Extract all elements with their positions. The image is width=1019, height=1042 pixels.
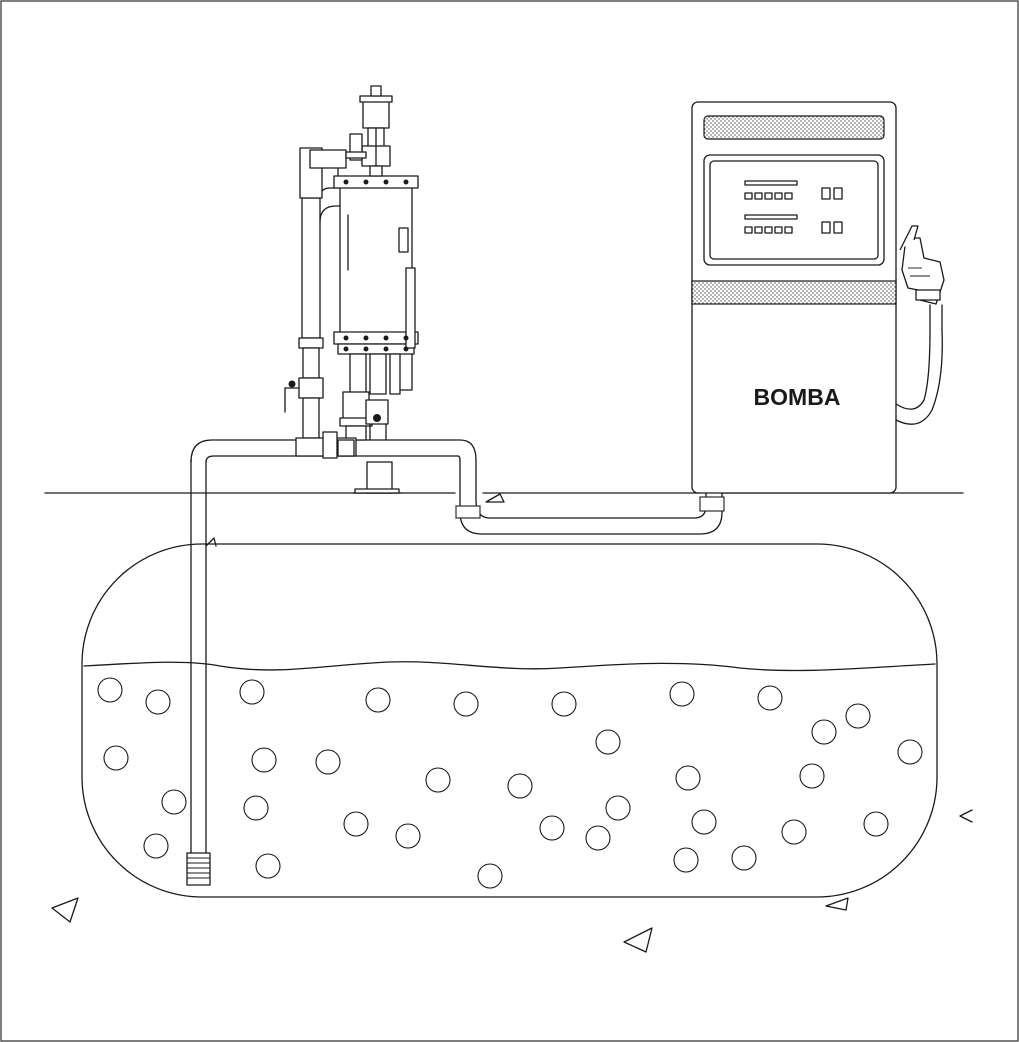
fuel-bubble [845,703,871,729]
fuel-dispenser: BOMBA [691,101,945,494]
fuel-bubble [251,747,277,773]
fuel-bubble [595,729,621,755]
filter-unit [284,85,419,494]
fuel-bubble [477,863,503,889]
fuel-bubble [255,853,281,879]
fuel-bubble [143,833,169,859]
fuel-bubble [781,819,807,845]
display-row-1 [744,187,843,200]
fuel-bubble [675,765,701,791]
fuel-bubble [811,719,837,745]
dispenser-display [709,160,879,260]
fuel-bubble [343,811,369,837]
fuel-bubble [669,681,695,707]
fuel-bubble [161,789,187,815]
fuel-bubble [539,815,565,841]
fuel-bubble [897,739,923,765]
nozzle-icon [899,225,945,305]
pump-label: BOMBA [754,384,841,410]
fuel-bubble [507,773,533,799]
dispenser-band [691,280,897,305]
fuel-bubble [731,845,757,871]
fuel-bubble [757,685,783,711]
underground-tank [81,543,938,898]
dispenser-top-panel [703,115,885,140]
display-row-2 [744,221,843,234]
fuel-bubble [145,689,171,715]
fuel-bubble [315,749,341,775]
fuel-bubble [585,825,611,851]
fuel-bubble [239,679,265,705]
fuel-bubble [395,823,421,849]
suction-pipe [186,459,211,886]
fuel-bubble [97,677,123,703]
fuel-bubble [365,687,391,713]
foot-valve [186,852,211,886]
fuel-bubble [103,745,129,771]
dispenser-hose [895,304,943,425]
fuel-bubble [551,691,577,717]
fuel-bubble [673,847,699,873]
fuel-bubble [799,763,825,789]
fuel-bubble [863,811,889,837]
surface-pipe [190,439,725,535]
fuel-bubble [453,691,479,717]
fuel-bubble [605,795,631,821]
fuel-bubbles [97,677,923,889]
gravel-marks [51,493,973,953]
fuel-bubble [243,795,269,821]
fuel-bubble [425,767,451,793]
fuel-level-line [83,661,936,672]
fuel-bubble [691,809,717,835]
